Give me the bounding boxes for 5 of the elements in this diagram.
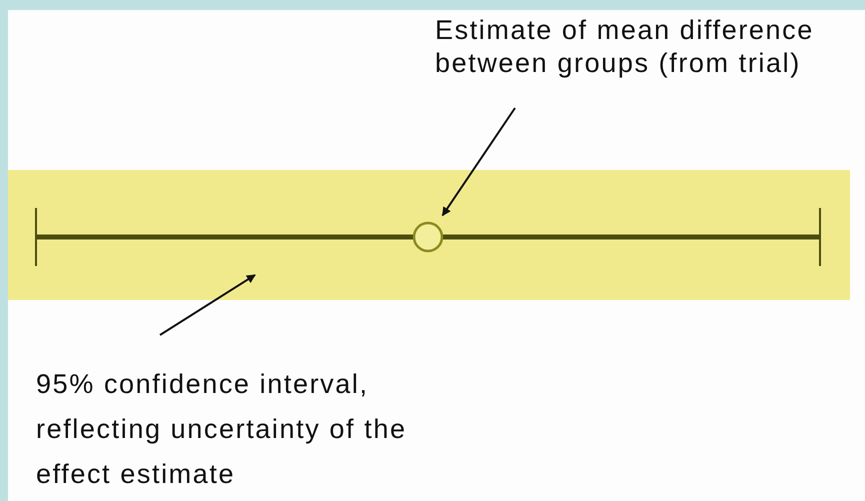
annotation-text: Estimate of mean difference between groups (from trial): [435, 14, 865, 80]
leader-arrow: [159, 274, 256, 336]
leader-arrow: [442, 107, 516, 216]
confidence-interval-line: [35, 208, 821, 266]
annotation-text: 95% confidence interval, reflecting uncertainty of the effect estimate: [36, 362, 466, 497]
